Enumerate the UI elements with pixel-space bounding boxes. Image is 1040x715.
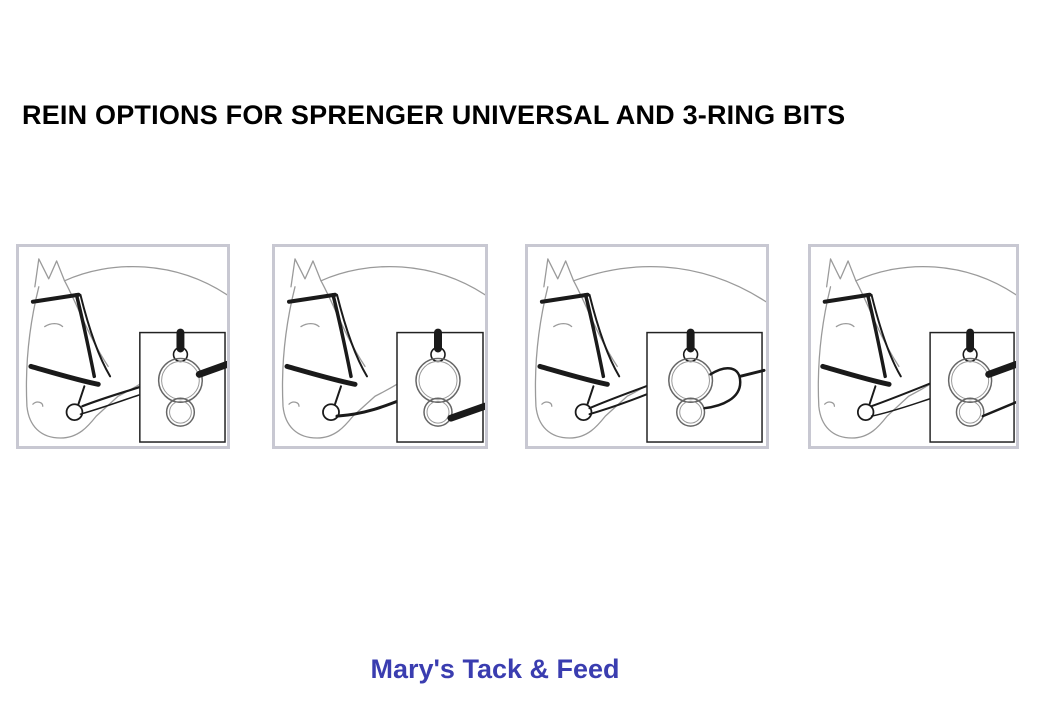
horse-bridle-illustration-1 bbox=[25, 258, 227, 443]
rein-option-panel-4 bbox=[808, 244, 1019, 449]
rein-option-panel-2 bbox=[272, 244, 488, 449]
store-name: Mary's Tack & Feed bbox=[370, 654, 620, 684]
rein-option-panel-1 bbox=[16, 244, 230, 449]
horse-bridle-illustration-4 bbox=[817, 258, 1016, 443]
horse-bridle-illustration-3 bbox=[534, 258, 766, 443]
rein-option-panel-3 bbox=[525, 244, 769, 449]
page-title: REIN OPTIONS FOR SPRENGER UNIVERSAL AND … bbox=[22, 100, 846, 130]
horse-bridle-illustration-2 bbox=[281, 258, 485, 443]
